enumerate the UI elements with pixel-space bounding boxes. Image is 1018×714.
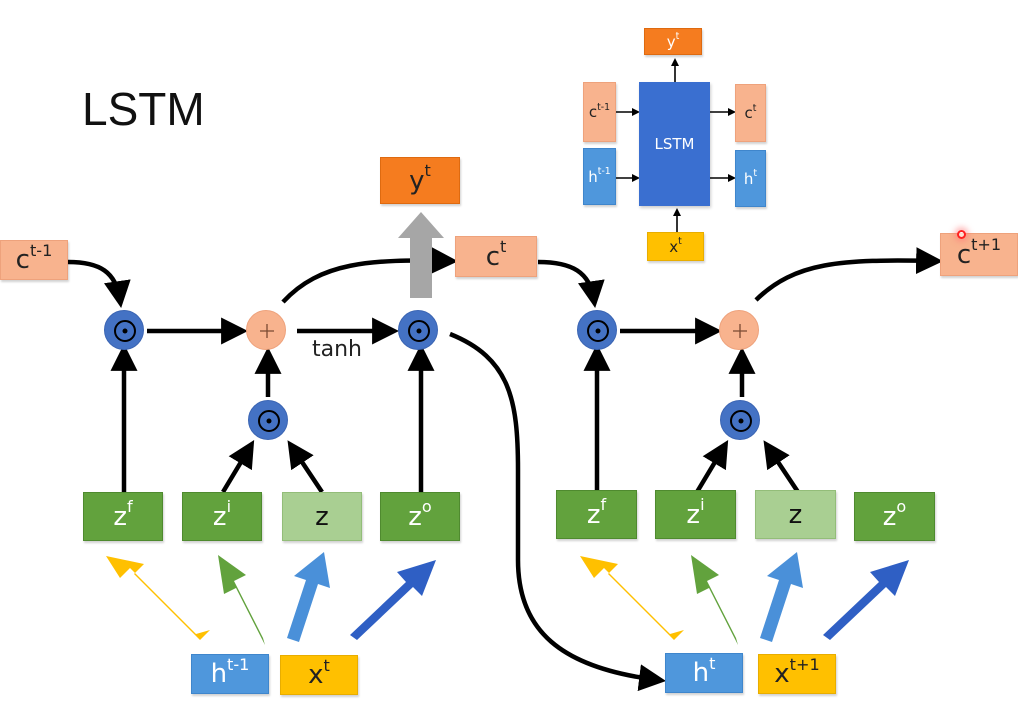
input-multiply-node bbox=[248, 400, 288, 440]
gate-zo-box: zo bbox=[380, 492, 460, 541]
gate-zo-label-2: zo bbox=[882, 497, 907, 532]
x-t-label: xt bbox=[308, 655, 330, 690]
c-t-box: ct bbox=[455, 236, 537, 277]
multiply-icon bbox=[587, 320, 609, 342]
mini-ht-box: ht bbox=[735, 150, 766, 207]
gate-zi-box-2: zi bbox=[655, 490, 736, 539]
arrow-zi-to-input-mul bbox=[221, 440, 255, 494]
arrow-yellow-to-zf-2 bbox=[580, 556, 684, 640]
multiply-icon bbox=[730, 410, 752, 432]
plus-icon bbox=[260, 324, 274, 338]
gate-zi-label: zi bbox=[212, 497, 232, 532]
gate-zo-label: zo bbox=[408, 497, 432, 532]
plus-icon bbox=[733, 324, 747, 338]
gate-zf-box: zf bbox=[83, 492, 163, 541]
arrow-ct-to-forget-mul-2 bbox=[537, 259, 605, 309]
arrow-yellow-to-zf bbox=[106, 556, 210, 640]
input-arrows-step2 bbox=[580, 552, 909, 645]
arrow-darkblue-to-zo bbox=[350, 560, 436, 640]
x-next-label: xt+1 bbox=[774, 654, 820, 689]
c-prev-label: ct-1 bbox=[15, 240, 53, 275]
c-next-label: ct+1 bbox=[956, 235, 1002, 270]
c-t-label: ct bbox=[485, 237, 507, 272]
mini-yt-box: yt bbox=[644, 28, 702, 55]
input-arrows-step1 bbox=[106, 552, 436, 645]
x-t-box: xt bbox=[280, 655, 358, 695]
arrow-add-to-ct1 bbox=[754, 247, 944, 302]
forget-multiply-node-2 bbox=[577, 310, 617, 350]
forget-multiply-node bbox=[104, 310, 144, 350]
multiply-icon bbox=[114, 320, 136, 342]
c-next-box: ct+1 bbox=[940, 233, 1018, 276]
page-title: LSTM bbox=[82, 83, 205, 135]
input-z-label-2: z bbox=[788, 499, 803, 530]
arrow-green-to-zi-2 bbox=[691, 555, 738, 645]
x-next-box: xt+1 bbox=[758, 654, 836, 694]
mini-diagram-arrows bbox=[614, 58, 736, 232]
gate-zf-label-2: zf bbox=[586, 495, 607, 530]
mini-ht-label: ht bbox=[743, 168, 758, 188]
gate-zo-box-2: zo bbox=[854, 492, 935, 541]
arrow-darkblue-to-zo-2 bbox=[823, 560, 909, 640]
pointer-cursor-icon bbox=[957, 230, 966, 239]
mini-hprev-label: ht-1 bbox=[588, 166, 611, 186]
arrow-output-mul-to-ht bbox=[449, 331, 667, 692]
arrow-cprev-to-forget-mul bbox=[67, 259, 131, 309]
cell-add-node bbox=[246, 310, 286, 350]
input-z-box: z bbox=[282, 492, 362, 541]
mini-lstm-label: LSTM bbox=[654, 135, 695, 153]
tanh-label: tanh bbox=[312, 337, 362, 362]
gate-zf-label: zf bbox=[113, 497, 133, 532]
h-t-box: ht bbox=[665, 653, 743, 693]
arrow-output-to-yt bbox=[398, 212, 444, 298]
mini-lstm-block: LSTM bbox=[639, 82, 710, 206]
mini-cprev-label: ct-1 bbox=[588, 101, 611, 121]
arrow-z-to-input-mul bbox=[287, 440, 324, 494]
mini-xt-label: xt bbox=[669, 236, 682, 256]
h-prev-box: ht-1 bbox=[191, 654, 269, 694]
gate-zi-box: zi bbox=[182, 492, 262, 541]
mini-xt-box: xt bbox=[647, 232, 704, 261]
cell-add-node-2 bbox=[719, 310, 759, 350]
arrow-green-to-zi bbox=[218, 555, 265, 645]
h-t-label: ht bbox=[692, 653, 716, 688]
mini-ct-label: ct bbox=[744, 102, 757, 122]
input-z-label: z bbox=[315, 501, 329, 532]
multiply-icon bbox=[408, 320, 430, 342]
arrow-lightblue-to-z-2 bbox=[760, 552, 803, 642]
arrow-lightblue-to-z bbox=[287, 552, 330, 642]
arrow-z-to-input-mul-2 bbox=[763, 440, 800, 494]
arrow-zi-to-input-mul-2 bbox=[695, 440, 729, 494]
gate-zf-box-2: zf bbox=[556, 490, 637, 539]
h-prev-label: ht-1 bbox=[210, 654, 250, 689]
mini-hprev-box: ht-1 bbox=[583, 148, 616, 205]
output-multiply-node bbox=[398, 310, 438, 350]
y-t-box: yt bbox=[380, 157, 460, 204]
input-multiply-node-2 bbox=[720, 400, 760, 440]
mini-yt-label: yt bbox=[666, 31, 680, 51]
mini-cprev-box: ct-1 bbox=[583, 82, 616, 142]
gate-zi-label-2: zi bbox=[686, 495, 705, 530]
y-t-label: yt bbox=[409, 161, 431, 196]
mini-ct-box: ct bbox=[735, 84, 766, 142]
multiply-icon bbox=[258, 410, 280, 432]
input-z-box-2: z bbox=[755, 490, 836, 539]
c-prev-box: ct-1 bbox=[0, 240, 68, 280]
